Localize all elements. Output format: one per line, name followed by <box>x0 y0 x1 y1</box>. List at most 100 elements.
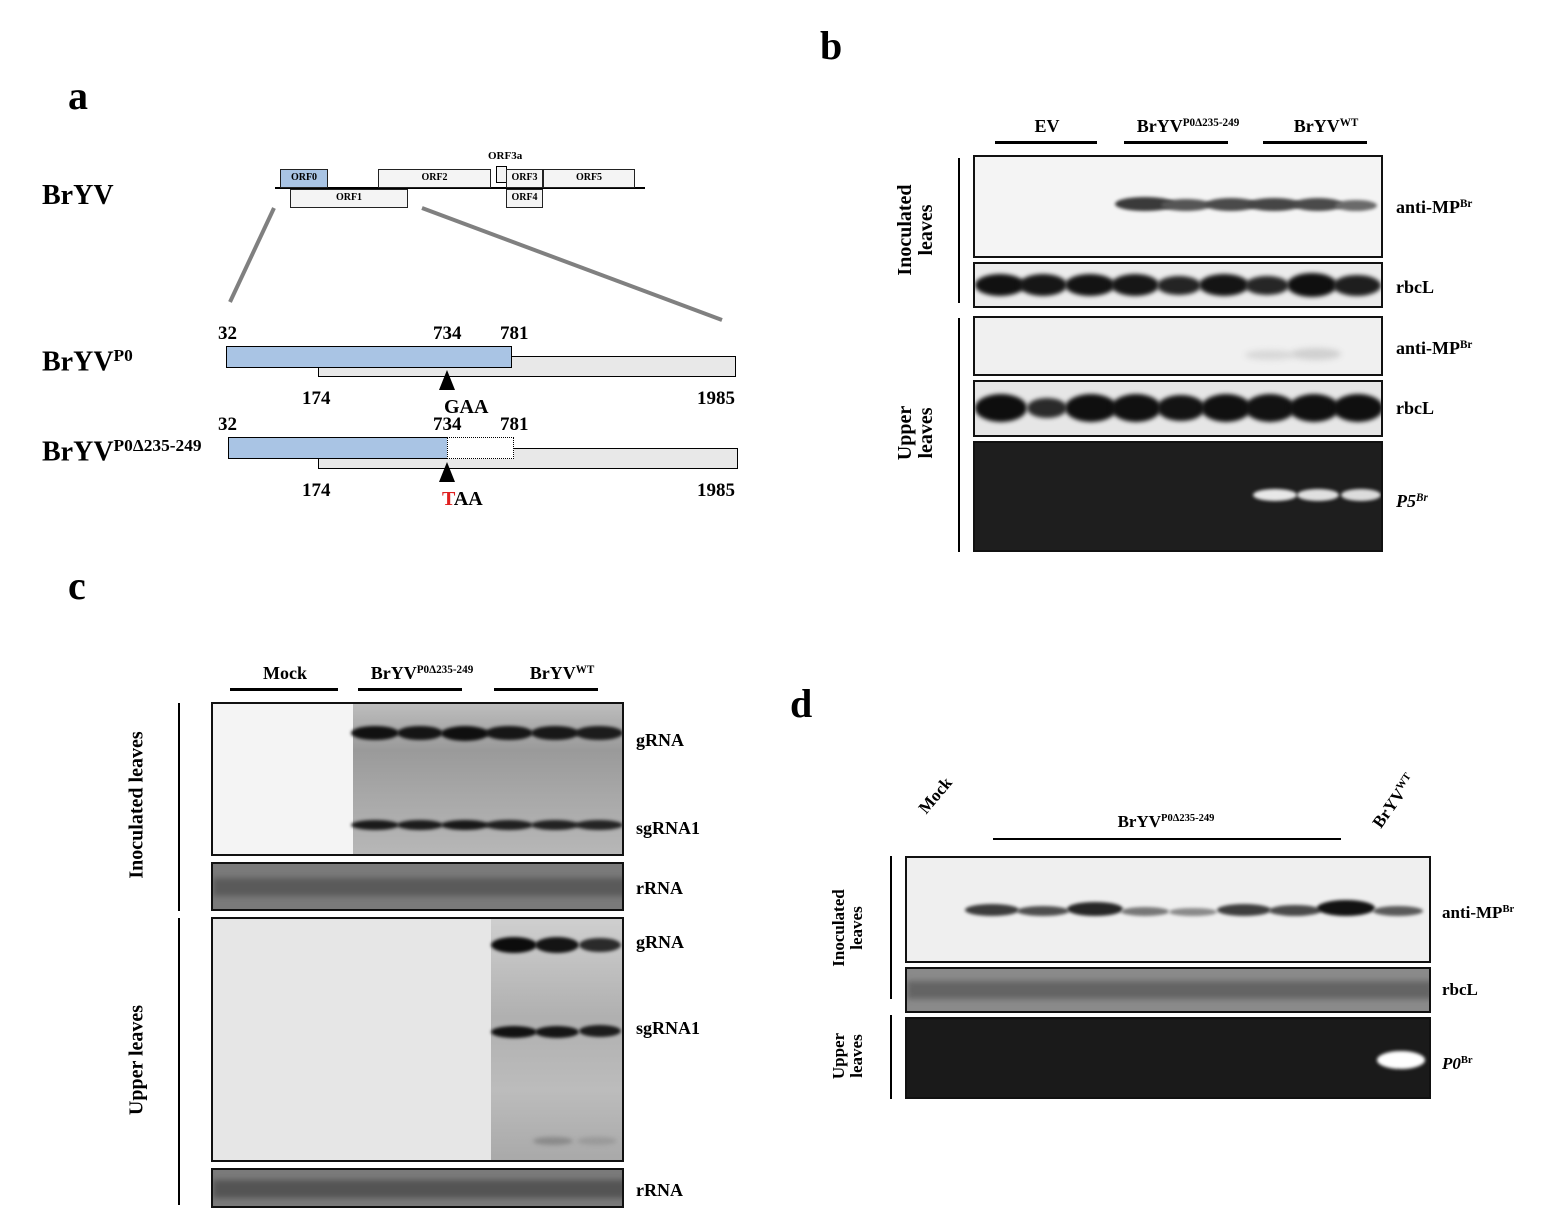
panel-a-label: a <box>68 73 88 118</box>
d-gel-p0 <box>905 1017 1431 1099</box>
b-row5-label: P5Br <box>1396 491 1428 512</box>
c-group-mock: Mock <box>263 663 307 683</box>
d-row3-sup: Br <box>1460 1055 1473 1067</box>
c-label-rrna-2: rRNA <box>636 1180 683 1200</box>
mut-num-32: 32 <box>218 414 237 435</box>
p0-codon: GAA <box>444 396 489 418</box>
c-blot-rrna-inoculated <box>211 862 624 911</box>
c-group-mut: BrYVP0Δ235-249 <box>371 663 474 684</box>
panel-c-label: c <box>68 563 86 608</box>
d-group-mut-line <box>993 838 1341 840</box>
b-row1-sup: Br <box>1459 197 1473 210</box>
mut-num-734: 734 <box>433 414 462 435</box>
orf2-box: ORF2 <box>378 169 491 188</box>
b-blot-anti-mp-inoculated <box>973 155 1383 258</box>
d-side-bracket-1 <box>890 856 892 999</box>
d-row1-label: anti-MPBr <box>1442 903 1514 923</box>
mut-deleted-region <box>447 437 514 459</box>
p0-sup: P0 <box>113 346 133 365</box>
orf3-box: ORF3 <box>506 169 543 188</box>
b-side-bracket-1 <box>958 158 960 303</box>
d-mock-label: Mock <box>914 773 956 818</box>
b-group-wt-sup: WT <box>1339 116 1359 129</box>
orf3a-label: ORF3a <box>488 150 523 162</box>
b-row4-label: rbcL <box>1396 398 1434 418</box>
mut-codon-rest: AA <box>453 488 483 510</box>
mut-num-174: 174 <box>302 480 331 501</box>
b-blot-anti-mp-upper <box>973 316 1383 376</box>
b-row2-label: rbcL <box>1396 277 1434 297</box>
d-row2-label: rbcL <box>1442 980 1478 999</box>
mut-base: BrYV <box>42 436 114 468</box>
c-label-grna-2: gRNA <box>636 932 684 952</box>
d-row1-sup: Br <box>1502 904 1515 916</box>
d-row1-base: anti-MP <box>1442 903 1503 922</box>
c-side-bracket-1 <box>178 703 180 911</box>
c-blot-upper-rna <box>211 917 624 1162</box>
mut-codon-red: T <box>442 488 454 510</box>
p0-num-32: 32 <box>218 323 237 344</box>
c-group-mut-sup: P0Δ235-249 <box>416 663 474 676</box>
panel-b-label: b <box>820 23 843 68</box>
b-blot-rbcl-inoculated <box>973 262 1383 308</box>
b-group-mut: BrYVP0Δ235-249 <box>1137 116 1240 137</box>
b-group-ev: EV <box>1034 116 1060 136</box>
panel-d-label: d <box>790 681 813 726</box>
p0-num-1985: 1985 <box>697 388 735 409</box>
b-group-wt-base: BrYV <box>1293 116 1340 136</box>
c-group-wt-base: BrYV <box>529 663 576 683</box>
b-row5-base: P5 <box>1396 491 1416 511</box>
b-row3-sup: Br <box>1459 338 1473 351</box>
c-side-inoculated: Inoculated leaves <box>125 731 148 879</box>
b-group-wt: BrYVWT <box>1294 116 1359 137</box>
c-group-wt: BrYVWT <box>530 663 595 684</box>
orf0-box: ORF0 <box>280 169 328 188</box>
p0-base: BrYV <box>42 346 114 378</box>
b-group-ev-line <box>995 141 1097 144</box>
orf5-box: ORF5 <box>543 169 635 188</box>
mut-sup: P0Δ235-249 <box>113 436 202 455</box>
c-label-rrna-1: rRNA <box>636 878 683 898</box>
b-side-inoculated: Inoculated leaves <box>894 184 937 276</box>
c-side-bracket-2 <box>178 918 180 1205</box>
p0-construct-label: BrYVP0 <box>42 346 133 379</box>
c-group-wt-line <box>494 688 598 691</box>
d-wt-label: BrYVWT <box>1369 771 1420 832</box>
b-blot-rbcl-upper <box>973 380 1383 437</box>
b-row3-base: anti-MP <box>1396 338 1460 358</box>
c-group-wt-sup: WT <box>575 663 595 676</box>
genome-axis <box>275 187 645 189</box>
mut-num-1985: 1985 <box>697 480 735 501</box>
c-group-mock-line <box>230 688 338 691</box>
b-row5-sup: Br <box>1416 491 1428 504</box>
b-gel-p5 <box>973 441 1383 552</box>
p0-arrow-icon <box>439 370 455 390</box>
b-group-wt-line <box>1263 141 1367 144</box>
mut-num-781: 781 <box>500 414 529 435</box>
b-group-mut-base: BrYV <box>1136 116 1183 136</box>
mut-codon: TAA <box>442 488 483 511</box>
b-row1-label: anti-MPBr <box>1396 197 1472 218</box>
b-side-upper: Upper leaves <box>894 405 937 461</box>
c-label-grna-1: gRNA <box>636 730 684 750</box>
d-side-inoculated: Inoculated leaves <box>829 889 866 967</box>
p0-num-781: 781 <box>500 323 529 344</box>
d-group-mut-sup: P0Δ235-249 <box>1161 813 1215 825</box>
d-blot-rbcl-inoculated <box>905 967 1431 1013</box>
d-row3-label: P0Br <box>1442 1054 1473 1074</box>
c-label-sgrna-2: sgRNA1 <box>636 1018 701 1038</box>
b-side-bracket-2 <box>958 318 960 552</box>
mut-p0-bar <box>228 437 448 459</box>
p0-num-174: 174 <box>302 388 331 409</box>
c-group-mut-line <box>358 688 462 691</box>
b-group-mut-sup: P0Δ235-249 <box>1182 116 1240 129</box>
d-side-bracket-2 <box>890 1015 892 1099</box>
p0-num-734: 734 <box>433 323 462 344</box>
orf4-box: ORF4 <box>506 189 543 208</box>
d-side-upper: Upper leaves <box>829 1032 866 1080</box>
c-label-sgrna-1: sgRNA1 <box>636 818 701 838</box>
c-blot-rrna-upper <box>211 1168 624 1208</box>
d-blot-anti-mp-inoculated <box>905 856 1431 963</box>
b-row1-base: anti-MP <box>1396 197 1460 217</box>
c-side-upper: Upper leaves <box>125 1004 148 1116</box>
